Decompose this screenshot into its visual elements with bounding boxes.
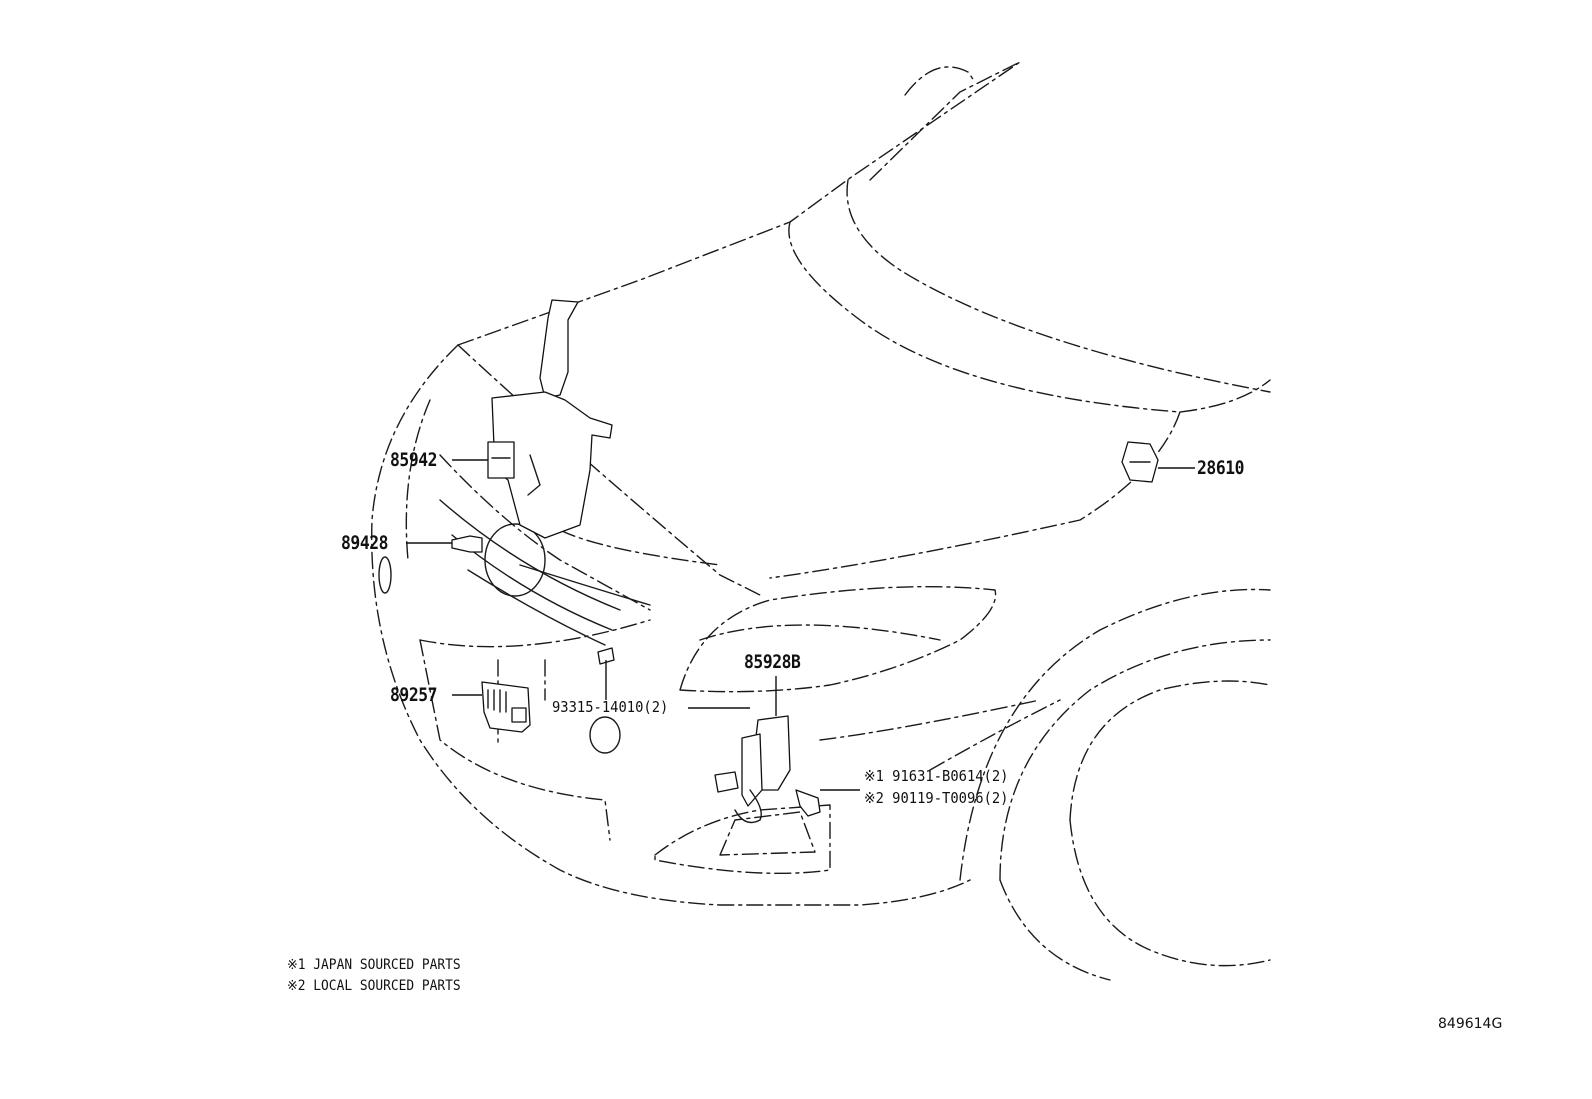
part-28610-icon bbox=[1121, 441, 1159, 483]
part-89257-icon bbox=[481, 681, 531, 733]
callout-93315: 93315-14010(2) bbox=[552, 698, 669, 716]
part-89428-icon bbox=[451, 535, 483, 553]
callout-89257: 89257 bbox=[390, 684, 438, 706]
callout-28610: 28610 bbox=[1197, 457, 1245, 479]
part-85928b-icon bbox=[714, 715, 791, 824]
callout-91631: ※1 91631-B0614(2) bbox=[864, 767, 1009, 785]
car-body-outline bbox=[371, 61, 1271, 981]
note-local-sourced: ※2 LOCAL SOURCED PARTS bbox=[287, 978, 461, 994]
callout-85942: 85942 bbox=[390, 449, 438, 471]
part-85942-icon bbox=[487, 441, 515, 479]
callout-85928b: 85928B bbox=[744, 651, 801, 673]
callout-90119: ※2 90119-T0096(2) bbox=[864, 789, 1009, 807]
washer-tank bbox=[491, 299, 613, 539]
part-93315-icon bbox=[597, 647, 615, 665]
leader-lines bbox=[406, 459, 1195, 791]
note-japan-sourced: ※1 JAPAN SOURCED PARTS bbox=[287, 957, 461, 973]
illustration-code: 849614G bbox=[1438, 1016, 1503, 1032]
part-screw-icon bbox=[795, 789, 821, 817]
callout-89428: 89428 bbox=[341, 532, 389, 554]
